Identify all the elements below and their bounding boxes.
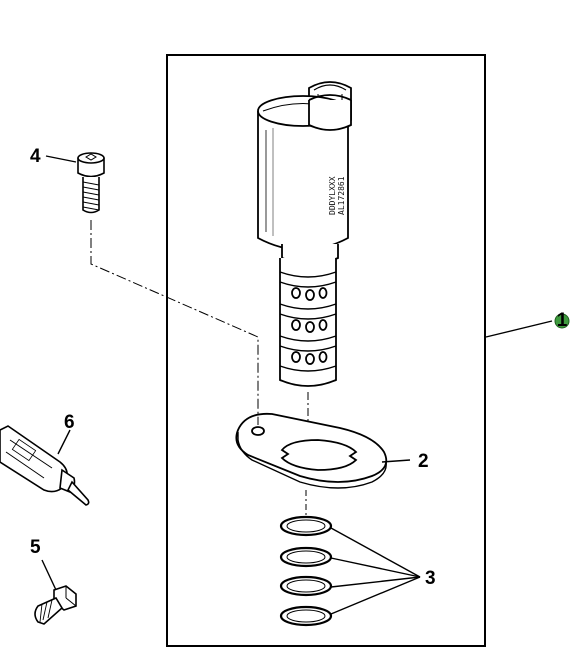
stamp-line-1: DDDYLXXX [328,176,337,215]
sealant-tube [0,425,90,506]
leader-6 [57,429,71,455]
callout-1: 1 [557,310,568,331]
stamp-line-2: AL172861 [337,176,346,215]
cap-screw [77,152,105,214]
callout-5: 5 [30,537,41,558]
screw-assembly-path [90,220,259,425]
solenoid-stamp: DDDYLXXX AL172861 [328,176,346,215]
callout-4: 4 [30,146,41,167]
o-rings [279,515,333,627]
plug-fitting [34,585,77,625]
o-ring-2 [279,546,333,568]
callout-1-badge: 1 [554,310,570,331]
o-ring-3 [279,575,333,597]
callout-2: 2 [418,451,429,472]
callout-6: 6 [64,412,75,433]
gasket-plate [235,412,388,489]
solenoid-valve [257,81,352,387]
o-ring-1 [279,515,333,537]
callout-3: 3 [425,568,436,589]
leader-5 [41,559,57,591]
assembly-frame [166,54,486,647]
leader-2 [381,459,411,463]
leader-1 [485,320,553,338]
leader-4 [45,155,77,163]
o-ring-4 [279,605,333,627]
leaders-3 [330,527,421,615]
